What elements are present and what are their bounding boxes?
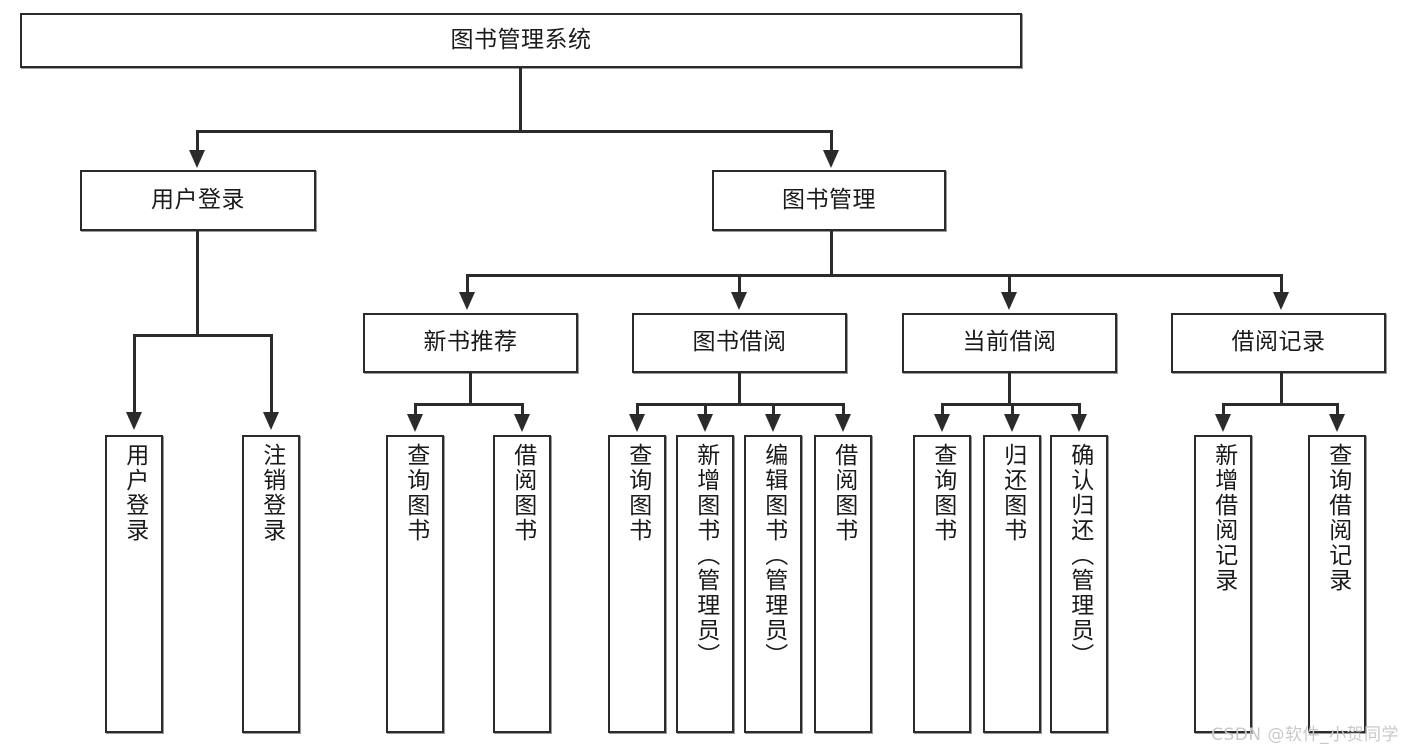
arrowhead-leaf-borrow-book-2: [835, 414, 851, 432]
connector-user-login-bus: [133, 334, 273, 337]
node-label: 归还图书: [999, 443, 1026, 543]
connector-drop-current-borrow: [1008, 274, 1011, 296]
arrowhead-leaf-borrow-book-1: [514, 414, 530, 432]
leaf-node-add-book-admin[interactable]: 新增图书（管理员）: [676, 435, 734, 733]
connector-drop-borrow-records: [1280, 274, 1283, 296]
connector-book-borrow-stem: [738, 373, 741, 406]
connector-current-borrow-stem: [1008, 373, 1011, 406]
connector-book-management-stem: [830, 231, 833, 277]
arrowhead-current-borrow: [1001, 292, 1017, 310]
connector-drop-book-borrow: [738, 274, 741, 296]
node-new-book-recommendation[interactable]: 新书推荐: [363, 313, 578, 373]
node-label: 查询图书: [402, 443, 429, 543]
arrowhead-leaf-user-login: [126, 412, 142, 430]
node-user-login[interactable]: 用户登录: [80, 170, 316, 231]
leaf-node-add-borrow-record[interactable]: 新增借阅记录: [1194, 435, 1252, 733]
node-label: 查询图书: [929, 443, 956, 543]
node-label: 用户登录: [151, 186, 245, 213]
connector-new-book-rec-bus: [414, 403, 524, 406]
connector-drop-leaf-add-record: [1222, 403, 1225, 418]
node-label: 新书推荐: [423, 329, 518, 356]
connector-drop-leaf-query-book-1: [414, 403, 417, 418]
node-label: 图书管理: [782, 186, 876, 213]
leaf-node-query-borrow-record[interactable]: 查询借阅记录: [1308, 435, 1366, 733]
leaf-node-query-book-borrow[interactable]: 查询图书: [608, 435, 666, 733]
connector-drop-leaf-edit-book: [772, 403, 775, 418]
connector-level2-bus: [196, 130, 833, 133]
leaf-node-query-book-current[interactable]: 查询图书: [913, 435, 971, 733]
node-label: 图书借阅: [692, 329, 787, 356]
leaf-node-logout[interactable]: 注销登录: [242, 435, 300, 733]
connector-drop-leaf-return-book: [1011, 403, 1014, 418]
node-book-management[interactable]: 图书管理: [712, 170, 946, 231]
connector-drop-leaf-logout: [270, 334, 273, 416]
csdn-watermark: CSDN @软件_小贺同学: [1211, 725, 1399, 745]
arrowhead-leaf-edit-book: [765, 414, 781, 432]
arrowhead-new-book-rec: [459, 292, 475, 310]
node-root-book-management-system[interactable]: 图书管理系统: [20, 13, 1022, 68]
arrowhead-leaf-return-book: [1004, 414, 1020, 432]
arrowhead-leaf-confirm-return: [1071, 414, 1087, 432]
connector-drop-leaf-user-login: [133, 334, 136, 416]
connector-root-stem: [519, 68, 522, 130]
connector-book-borrow-bus: [636, 403, 845, 406]
connector-level3-bus: [466, 274, 1283, 277]
connector-drop-book-management: [830, 130, 833, 154]
arrowhead-leaf-add-book: [697, 414, 713, 432]
arrowhead-leaf-add-record: [1215, 414, 1231, 432]
arrowhead-book-borrow: [731, 292, 747, 310]
leaf-node-return-book[interactable]: 归还图书: [983, 435, 1041, 733]
leaf-node-borrow-book[interactable]: 借阅图书: [814, 435, 872, 733]
node-label: 编辑图书（管理员）: [760, 443, 787, 668]
leaf-node-query-book-new-rec[interactable]: 查询图书: [386, 435, 444, 733]
connector-drop-leaf-query-record: [1336, 403, 1339, 418]
connector-drop-leaf-query-book-2: [636, 403, 639, 418]
node-label: 新增图书（管理员）: [692, 443, 719, 668]
node-label: 查询图书: [624, 443, 651, 543]
node-label: 用户登录: [121, 443, 148, 543]
node-label: 新增借阅记录: [1210, 443, 1237, 593]
leaf-node-borrow-book-new-rec[interactable]: 借阅图书: [493, 435, 551, 733]
arrowhead-leaf-query-book-3: [934, 414, 950, 432]
leaf-node-edit-book-admin[interactable]: 编辑图书（管理员）: [744, 435, 802, 733]
node-label: 当前借阅: [962, 329, 1057, 356]
node-label: 借阅图书: [830, 443, 857, 543]
node-label: 图书管理系统: [450, 26, 592, 53]
connector-drop-leaf-borrow-book-2: [842, 403, 845, 418]
connector-borrow-records-stem: [1280, 373, 1283, 406]
connector-borrow-records-bus: [1222, 403, 1339, 406]
arrowhead-borrow-records: [1273, 292, 1289, 310]
arrowhead-user-login: [189, 150, 205, 168]
leaf-node-user-login[interactable]: 用户登录: [105, 435, 163, 733]
connector-drop-new-book-rec: [466, 274, 469, 296]
node-label: 借阅图书: [509, 443, 536, 543]
node-label: 借阅记录: [1231, 329, 1326, 356]
arrowhead-leaf-logout: [263, 412, 279, 430]
connector-new-book-rec-stem: [469, 373, 472, 406]
connector-drop-leaf-query-book-3: [941, 403, 944, 418]
node-label: 确认归还（管理员）: [1066, 443, 1093, 668]
arrowhead-leaf-query-book-1: [407, 414, 423, 432]
node-current-borrowing[interactable]: 当前借阅: [902, 313, 1117, 373]
arrowhead-leaf-query-book-2: [629, 414, 645, 432]
node-borrow-records[interactable]: 借阅记录: [1171, 313, 1386, 373]
node-label: 查询借阅记录: [1324, 443, 1351, 593]
arrowhead-book-management: [823, 150, 839, 168]
connector-user-login-stem: [196, 231, 199, 336]
connector-drop-user-login: [196, 130, 199, 154]
arrowhead-leaf-query-record: [1329, 414, 1345, 432]
connector-drop-leaf-add-book: [704, 403, 707, 418]
leaf-node-confirm-return-admin[interactable]: 确认归还（管理员）: [1050, 435, 1108, 733]
node-book-borrowing[interactable]: 图书借阅: [632, 313, 847, 373]
connector-drop-leaf-confirm-return: [1078, 403, 1081, 418]
connector-drop-leaf-borrow-book-1: [521, 403, 524, 418]
node-label: 注销登录: [258, 443, 285, 543]
